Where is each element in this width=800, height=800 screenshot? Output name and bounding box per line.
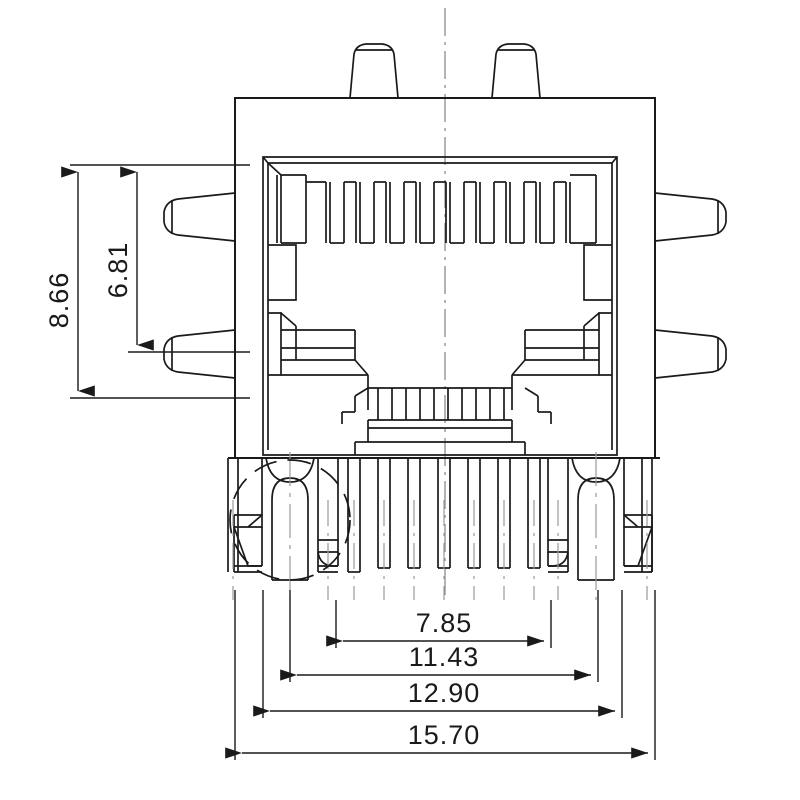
pin-legs (227, 458, 653, 573)
side-tab-right-upper (654, 192, 727, 242)
side-tab-left-upper (163, 192, 236, 242)
jack-shoulder-left (268, 312, 369, 410)
corner-chamfer-mark (267, 162, 282, 176)
dimension-pin-span (326, 600, 552, 648)
detail-circle (229, 459, 351, 581)
dimension-shroud-width (253, 590, 623, 718)
dimension-height-overall (61, 164, 250, 399)
jack-shroud-outer (262, 156, 618, 456)
contact-key-slot (341, 387, 552, 455)
dimension-shroud-width-label: 12.90 (408, 678, 481, 708)
dimension-overall-width-label: 15.70 (408, 720, 481, 750)
dimension-height-overall-label: 8.66 (44, 272, 74, 329)
dimension-post-span (280, 590, 599, 682)
dimension-overall-width (225, 590, 656, 760)
side-tab-right-lower (654, 329, 727, 379)
dimension-pin-span-label: 7.85 (416, 608, 473, 638)
top-tab-left (349, 43, 399, 99)
dimension-height-inner (120, 166, 250, 353)
dimension-height-inner-label: 6.81 (103, 242, 133, 299)
top-tab-right (491, 43, 541, 99)
pin-centerlines (232, 452, 648, 600)
dimension-post-span-label: 11.43 (409, 642, 480, 672)
shroud-teeth (276, 174, 597, 244)
side-tab-left-lower (163, 329, 236, 379)
board-lock-barb-right (623, 514, 653, 573)
right-inner-recess (583, 244, 612, 301)
jack-shoulder-right (511, 312, 612, 410)
left-inner-recess (268, 244, 297, 301)
